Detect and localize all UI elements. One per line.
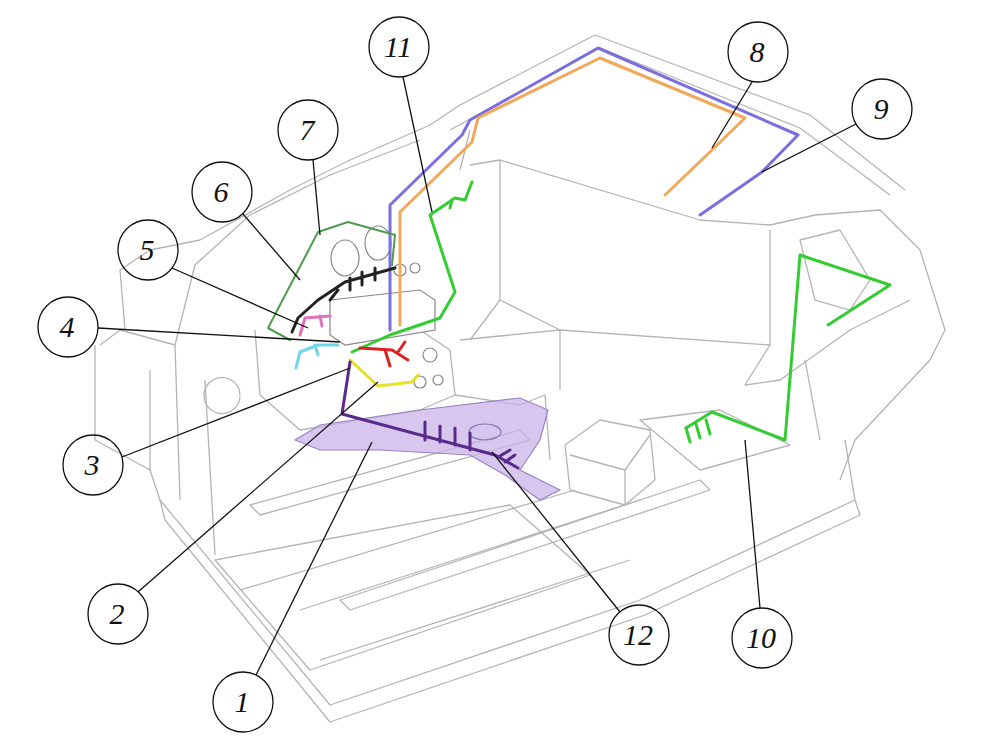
- callout-number: 12: [623, 620, 653, 650]
- harness-green-branch: [450, 200, 452, 208]
- callout-number: 10: [746, 623, 776, 653]
- callout-number: 8: [750, 37, 765, 67]
- harness-green-7: [268, 222, 395, 340]
- wiring-harnesses: [268, 48, 890, 468]
- harness-pink-5: [300, 316, 330, 335]
- console-shape: [295, 398, 560, 500]
- callout-number: 5: [140, 235, 155, 265]
- console-detail: [469, 424, 501, 440]
- callout-number: 1: [235, 687, 250, 717]
- harness-green-10: [686, 255, 890, 440]
- harness-red: [360, 342, 408, 366]
- callouts: [38, 17, 912, 732]
- callout-number: 6: [214, 177, 229, 207]
- roof-harness-blue: [390, 48, 798, 330]
- harness-purple-12: [342, 362, 518, 468]
- cab-shell: [95, 35, 945, 722]
- callout-number: 9: [874, 94, 889, 124]
- harness-cyan-4: [296, 345, 338, 368]
- callout-number: 3: [85, 450, 100, 480]
- instrument-cluster: [330, 226, 443, 388]
- harness-green-branches: [686, 420, 710, 442]
- harness-black-6: [292, 268, 395, 332]
- callout-number: 7: [300, 115, 315, 145]
- callout-number: 2: [110, 599, 125, 629]
- harness-green-11: [352, 182, 472, 352]
- callout-number: 11: [384, 32, 412, 62]
- callout-number: 4: [60, 312, 75, 342]
- harness-yellow: [350, 360, 418, 386]
